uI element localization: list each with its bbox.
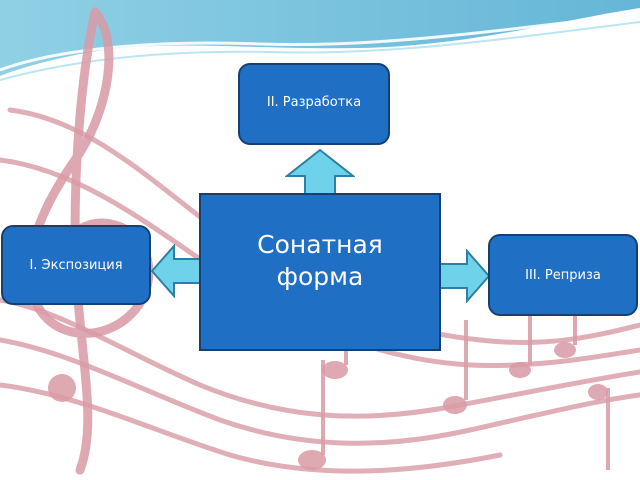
center-node-sonata-form: Сонатная форма — [199, 193, 441, 351]
center-node-label: Сонатная форма — [257, 229, 383, 292]
node-recapitulation: III. Реприза — [488, 234, 638, 316]
arrow-left — [150, 244, 202, 298]
arrow-up — [285, 148, 355, 196]
node-exposition: I. Экспозиция — [1, 225, 151, 305]
top-wave-decoration — [0, 0, 640, 76]
node-development-label: II. Разработка — [266, 94, 362, 110]
node-development: II. Разработка — [238, 63, 390, 145]
arrow-right — [439, 249, 491, 303]
node-exposition-label: I. Экспозиция — [29, 257, 123, 273]
node-recapitulation-label: III. Реприза — [525, 267, 601, 283]
